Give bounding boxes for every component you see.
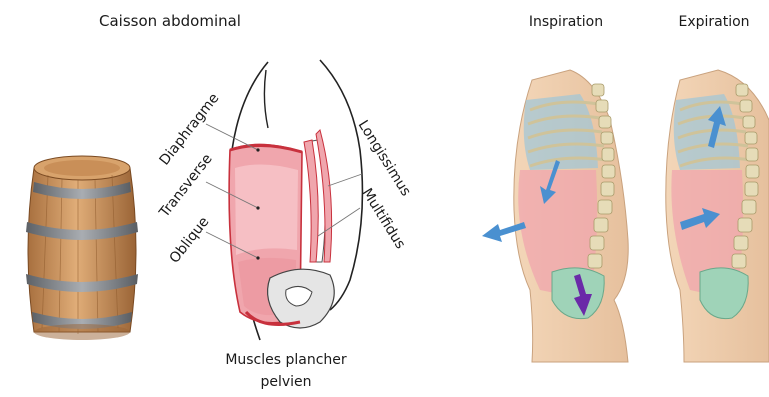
label-plancher-line1: Muscles plancher: [225, 352, 347, 368]
label-diaphragme: Diaphragme: [157, 90, 223, 168]
barrel-illustration: [26, 156, 138, 340]
spine-expiration: [666, 70, 769, 362]
label-plancher-line2: pelvien: [260, 374, 311, 390]
label-inspiration: Inspiration: [529, 14, 603, 30]
spine-inspiration: [482, 70, 628, 362]
label-expiration: Expiration: [678, 14, 749, 30]
torso-outline: [206, 60, 362, 340]
label-longissimus: Longissimus: [355, 118, 414, 199]
label-oblique: Oblique: [167, 214, 213, 266]
figure-title: Caisson abdominal: [99, 12, 241, 30]
